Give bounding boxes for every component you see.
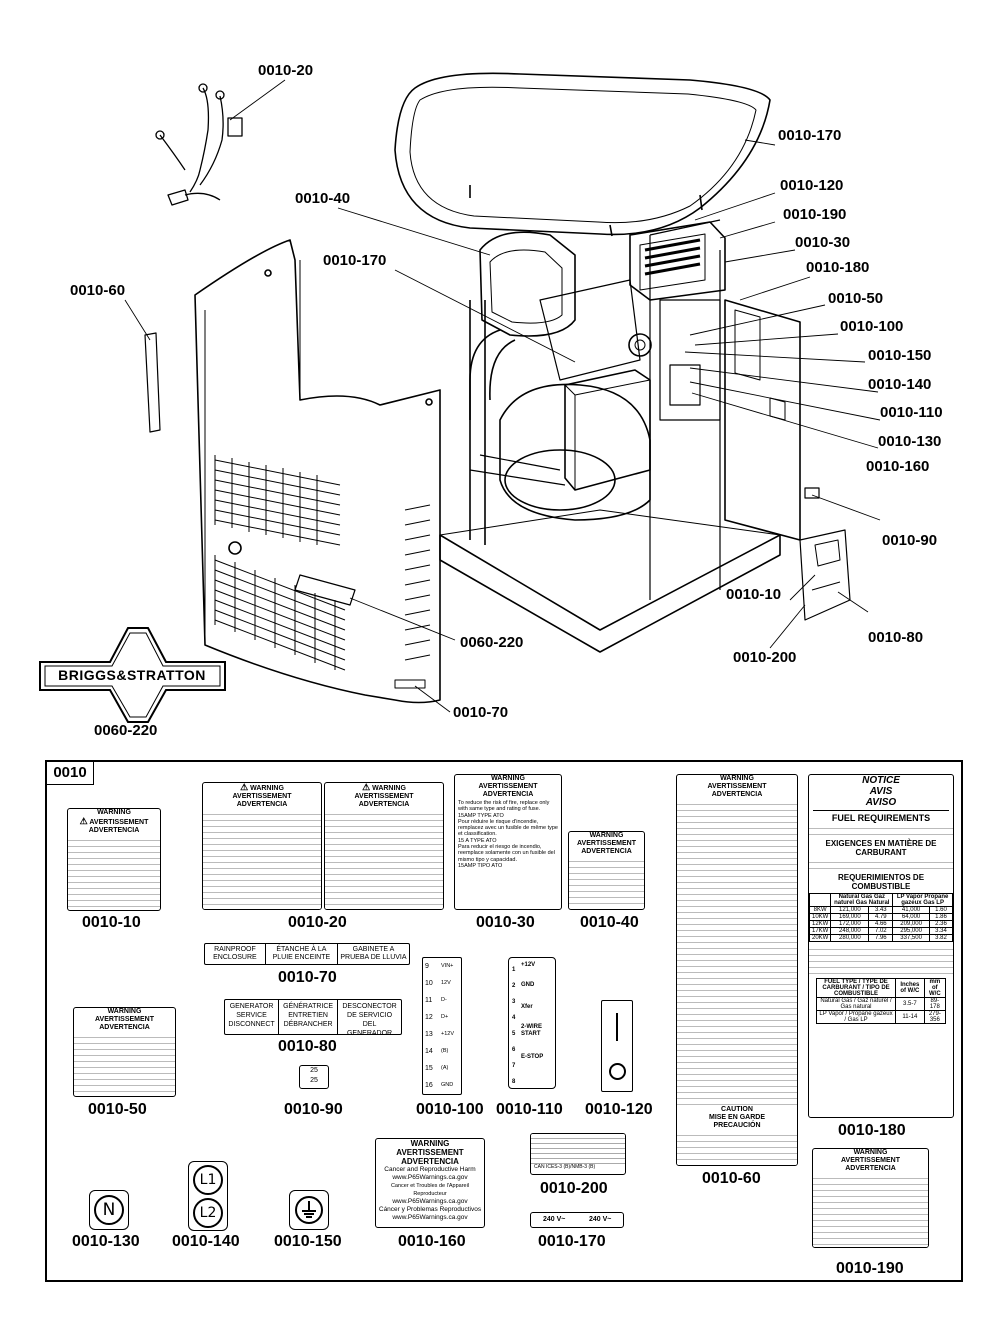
- label-0010-80: 0010-80: [278, 1038, 337, 1055]
- label-0010-10: 0010-10: [82, 914, 141, 931]
- label-0010-50: 0010-50: [88, 1101, 147, 1118]
- label-0010-200: 0010-200: [540, 1180, 608, 1197]
- label-0010-100: 0010-100: [416, 1101, 484, 1118]
- fuel-pressure-table: FUEL TYPE / TYPE DE CARBURANT / TIPO DE …: [815, 978, 947, 1024]
- neutral-n-icon: N: [94, 1195, 124, 1225]
- label-0010-130: 0010-130: [72, 1233, 140, 1250]
- label-0010-20: 0010-20: [288, 914, 347, 931]
- callout-0010-120: 0010-120: [780, 177, 844, 194]
- l1-icon: L1: [193, 1165, 223, 1195]
- briggs-stratton-logo: BRIGGS&STRATTON: [58, 667, 206, 683]
- enclosure-lid: [394, 72, 771, 236]
- callout-0010-40: 0010-40: [295, 190, 351, 207]
- decal-0010-170: 240 V~ 240 V~: [530, 1212, 624, 1228]
- ground-icon: [295, 1196, 323, 1224]
- callout-0010-160: 0010-160: [866, 458, 930, 475]
- decal-0010-80: GENERATOR SERVICE DISCONNECT GÉNÉRATRICE…: [224, 999, 402, 1035]
- label-0010-120: 0010-120: [585, 1101, 653, 1118]
- callout-0010-200: 0010-200: [733, 649, 797, 666]
- callout-0010-150: 0010-150: [868, 347, 932, 364]
- decal-0010-130: [89, 1190, 129, 1230]
- callout-0060-220-panel: 0060-220: [460, 634, 524, 651]
- label-0010-60: 0010-60: [702, 1170, 761, 1187]
- callout-0010-180: 0010-180: [806, 259, 870, 276]
- callout-0060-220-logo: 0060-220: [94, 722, 158, 739]
- label-0010-190: 0010-190: [836, 1260, 904, 1277]
- label-0010-90: 0010-90: [284, 1101, 343, 1118]
- callout-0010-190: 0010-190: [783, 206, 847, 223]
- label-0010-180: 0010-180: [838, 1122, 906, 1139]
- callout-0010-100: 0010-100: [840, 318, 904, 335]
- label-0010-170: 0010-170: [538, 1233, 606, 1250]
- decal-0010-70: RAINPROOF ENCLOSURE ÉTANCHE À LA PLUIE E…: [204, 943, 410, 965]
- briggs-stratton-logo-shape: [39, 627, 226, 723]
- decal-0010-140: [188, 1161, 228, 1231]
- wiring-harness: [155, 83, 243, 206]
- decal-kit-box: [45, 760, 963, 1282]
- label-0010-70: 0010-70: [278, 969, 337, 986]
- callout-0010-70: 0010-70: [453, 704, 509, 721]
- callout-0010-170-top: 0010-170: [778, 127, 842, 144]
- callout-0010-50: 0010-50: [828, 290, 884, 307]
- callout-0010-110: 0010-110: [880, 404, 943, 421]
- callout-0010-10: 0010-10: [726, 586, 782, 603]
- label-0010-110: 0010-110: [496, 1101, 563, 1118]
- label-0010-160: 0010-160: [398, 1233, 466, 1250]
- label-0010-140: 0010-140: [172, 1233, 240, 1250]
- decal-0010-150: [289, 1190, 329, 1230]
- callout-0010-60: 0010-60: [70, 282, 126, 299]
- l2-icon: L2: [193, 1198, 223, 1228]
- decal-0010-120: [601, 1000, 633, 1092]
- callout-0010-90: 0010-90: [882, 532, 938, 549]
- label-0010-40: 0010-40: [580, 914, 639, 931]
- callout-0010-30: 0010-30: [795, 234, 851, 251]
- control-panel-door: [724, 299, 801, 541]
- exhaust-box: [629, 221, 726, 301]
- decal-0010-200: CAN ICES-3 (B)/NMB-3 (B): [530, 1133, 626, 1175]
- callout-0010-130: 0010-130: [878, 433, 942, 450]
- callout-0010-80: 0010-80: [868, 629, 924, 646]
- control-box: [564, 369, 651, 491]
- kit-tag: 0010: [47, 762, 94, 785]
- label-0010-150: 0010-150: [274, 1233, 342, 1250]
- label-0010-30: 0010-30: [476, 914, 535, 931]
- callout-0010-140: 0010-140: [868, 376, 932, 393]
- callout-0010-20: 0010-20: [258, 62, 314, 79]
- trim-strip: [144, 332, 161, 433]
- callout-0010-170-mid: 0010-170: [323, 252, 387, 269]
- enclosure-side-panel: [194, 239, 441, 704]
